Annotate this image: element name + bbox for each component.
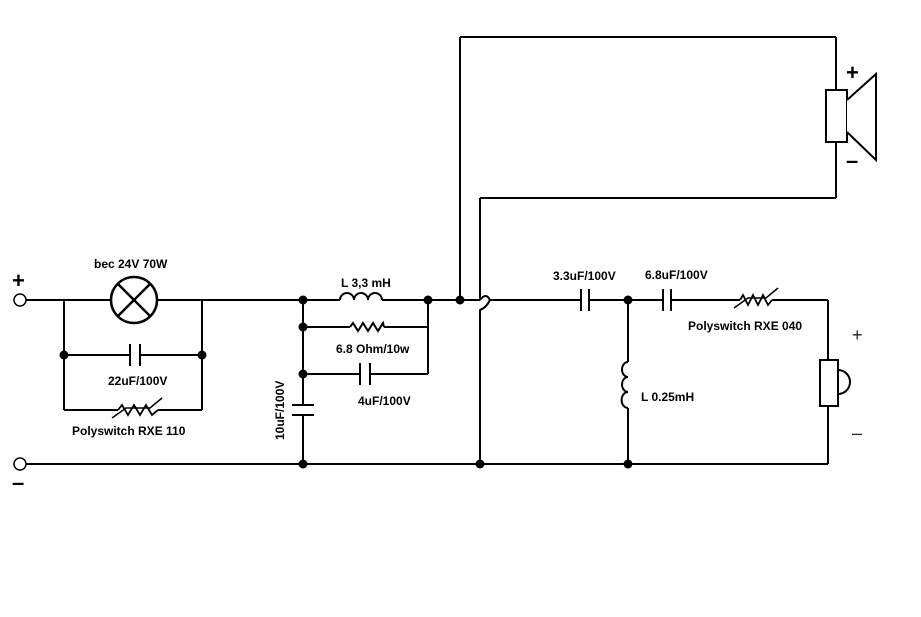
tweeter-plus-sign: + [852,325,863,345]
capacitor-22uf [129,344,141,366]
capacitor-10uf [292,404,314,416]
capacitor-6-8uf [662,289,672,311]
inductor-3-3mh [339,292,383,301]
capacitor-4uf [359,363,371,385]
woofer-plus-sign: + [846,60,859,85]
resistor-label: 6.8 Ohm/10w [336,342,410,356]
tweeter-minus-sign: – [852,423,862,443]
woofer-minus-sign: – [846,148,858,173]
input-plus-sign: + [12,268,25,293]
capacitor-3-3uf [580,289,590,311]
cap-22uf-label: 22uF/100V [108,374,167,388]
inductor-3-3-label: L 3,3 mH [341,276,391,290]
woofer-speaker-icon [825,71,877,163]
polyswitch-040-label: Polyswitch RXE 040 [688,319,802,333]
cap-4uf-label: 4uF/100V [358,394,411,408]
cap-10uf-label: 10uF/100V [273,381,287,440]
input-plus-terminal [13,293,27,307]
polyswitch-110-symbol [111,397,163,419]
lamp-symbol [109,275,159,325]
polyswitch-040-symbol [733,287,779,309]
wires [26,36,837,465]
lamp-label: bec 24V 70W [94,257,168,271]
input-terminals: + – [12,268,27,495]
input-minus-sign: – [12,470,24,495]
junction-dots [59,295,633,469]
tweeter-speaker-icon [819,359,851,407]
cap-3-3uf-label: 3.3uF/100V [553,269,616,283]
input-minus-terminal [13,457,27,471]
cap-6-8uf-label: 6.8uF/100V [645,268,708,282]
inductor-025-label: L 0.25mH [641,390,694,404]
polyswitch-110-label: Polyswitch RXE 110 [72,424,186,438]
resistor-6-8ohm [349,320,385,333]
inductor-0-25mh [620,361,629,409]
